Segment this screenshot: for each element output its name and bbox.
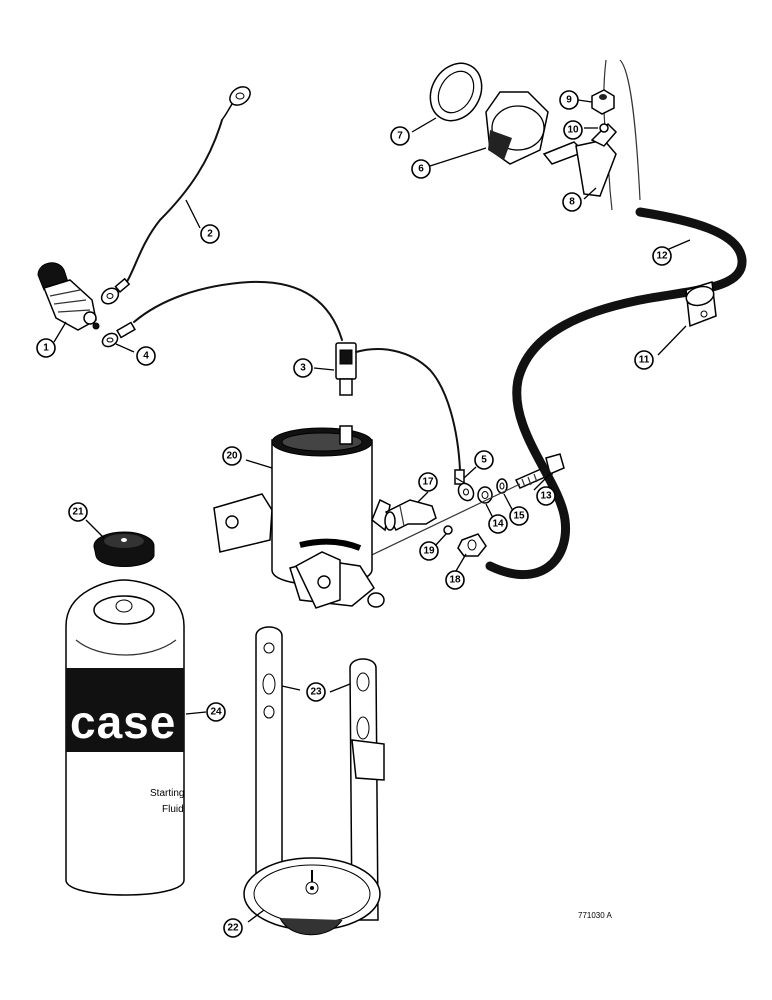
nut-and-sleeve-parts-9-10 <box>591 89 615 133</box>
svg-text:19: 19 <box>423 546 435 557</box>
bracket-strap-part-23 <box>255 626 385 921</box>
svg-text:15: 15 <box>513 511 525 522</box>
svg-text:3: 3 <box>300 363 306 374</box>
hose-clip-part-11 <box>685 281 717 328</box>
svg-text:21: 21 <box>72 507 84 518</box>
ground-wire-part-2 <box>100 86 251 305</box>
svg-text:6: 6 <box>418 164 424 175</box>
lead-wire-part-4 <box>101 280 343 348</box>
callout-23: 23 <box>306 682 326 702</box>
callout-1: 1 <box>36 338 56 358</box>
callout-6: 6 <box>411 159 431 179</box>
callout-20: 20 <box>222 446 242 466</box>
can-label-line1: Starting <box>150 788 184 799</box>
callout-5: 5 <box>474 450 494 470</box>
callout-8: 8 <box>562 192 582 212</box>
svg-text:12: 12 <box>656 251 668 262</box>
ring-terminal-part-5 <box>454 469 475 502</box>
svg-text:24: 24 <box>210 707 222 718</box>
svg-text:23: 23 <box>310 687 322 698</box>
svg-text:8: 8 <box>569 197 575 208</box>
callout-15: 15 <box>509 506 529 526</box>
washers-and-bolt <box>329 453 565 576</box>
callout-7: 7 <box>390 126 410 146</box>
callout-21: 21 <box>68 502 88 522</box>
svg-text:9: 9 <box>566 95 572 106</box>
callout-11: 11 <box>634 350 654 370</box>
hex-plug-part-6 <box>485 91 549 165</box>
svg-text:2: 2 <box>207 229 213 240</box>
starting-fluid-can-part-24: case Starting Fluid <box>65 579 185 896</box>
drawing-code: 771030 A <box>578 911 612 920</box>
callout-12: 12 <box>652 246 672 266</box>
svg-text:18: 18 <box>449 575 461 586</box>
svg-text:14: 14 <box>492 519 504 530</box>
callout-24: 24 <box>206 702 226 722</box>
ball-and-nut-parts-18-19 <box>443 525 487 557</box>
can-cap-part-21 <box>93 531 155 567</box>
svg-text:22: 22 <box>227 923 239 934</box>
callout-19: 19 <box>419 541 439 561</box>
svg-text:7: 7 <box>397 131 403 142</box>
elbow-fitting-part-17 <box>384 499 437 531</box>
callout-9: 9 <box>559 90 579 110</box>
callout-13: 13 <box>536 486 556 506</box>
base-plate-part-22 <box>243 857 381 936</box>
svg-text:5: 5 <box>481 455 487 466</box>
callout-22: 22 <box>223 918 243 938</box>
svg-text:13: 13 <box>540 491 552 502</box>
callout-3: 3 <box>293 358 313 378</box>
can-logo-text: case <box>70 696 176 748</box>
svg-text:10: 10 <box>567 125 579 136</box>
svg-text:1: 1 <box>43 343 49 354</box>
callout-14: 14 <box>488 514 508 534</box>
svg-text:4: 4 <box>143 351 149 362</box>
svg-text:20: 20 <box>226 451 238 462</box>
callout-10: 10 <box>563 120 583 140</box>
callout-2: 2 <box>200 224 220 244</box>
callout-17: 17 <box>418 472 438 492</box>
callout-18: 18 <box>445 570 465 590</box>
callout-4: 4 <box>136 346 156 366</box>
gasket-part-7 <box>429 62 483 122</box>
can-label-line2: Fluid <box>162 804 184 815</box>
start-switch-part-1 <box>37 262 100 331</box>
svg-text:11: 11 <box>639 355 650 366</box>
solenoid-housing-part-20 <box>213 425 391 609</box>
svg-text:17: 17 <box>422 477 434 488</box>
connector-part-3 <box>335 342 461 471</box>
